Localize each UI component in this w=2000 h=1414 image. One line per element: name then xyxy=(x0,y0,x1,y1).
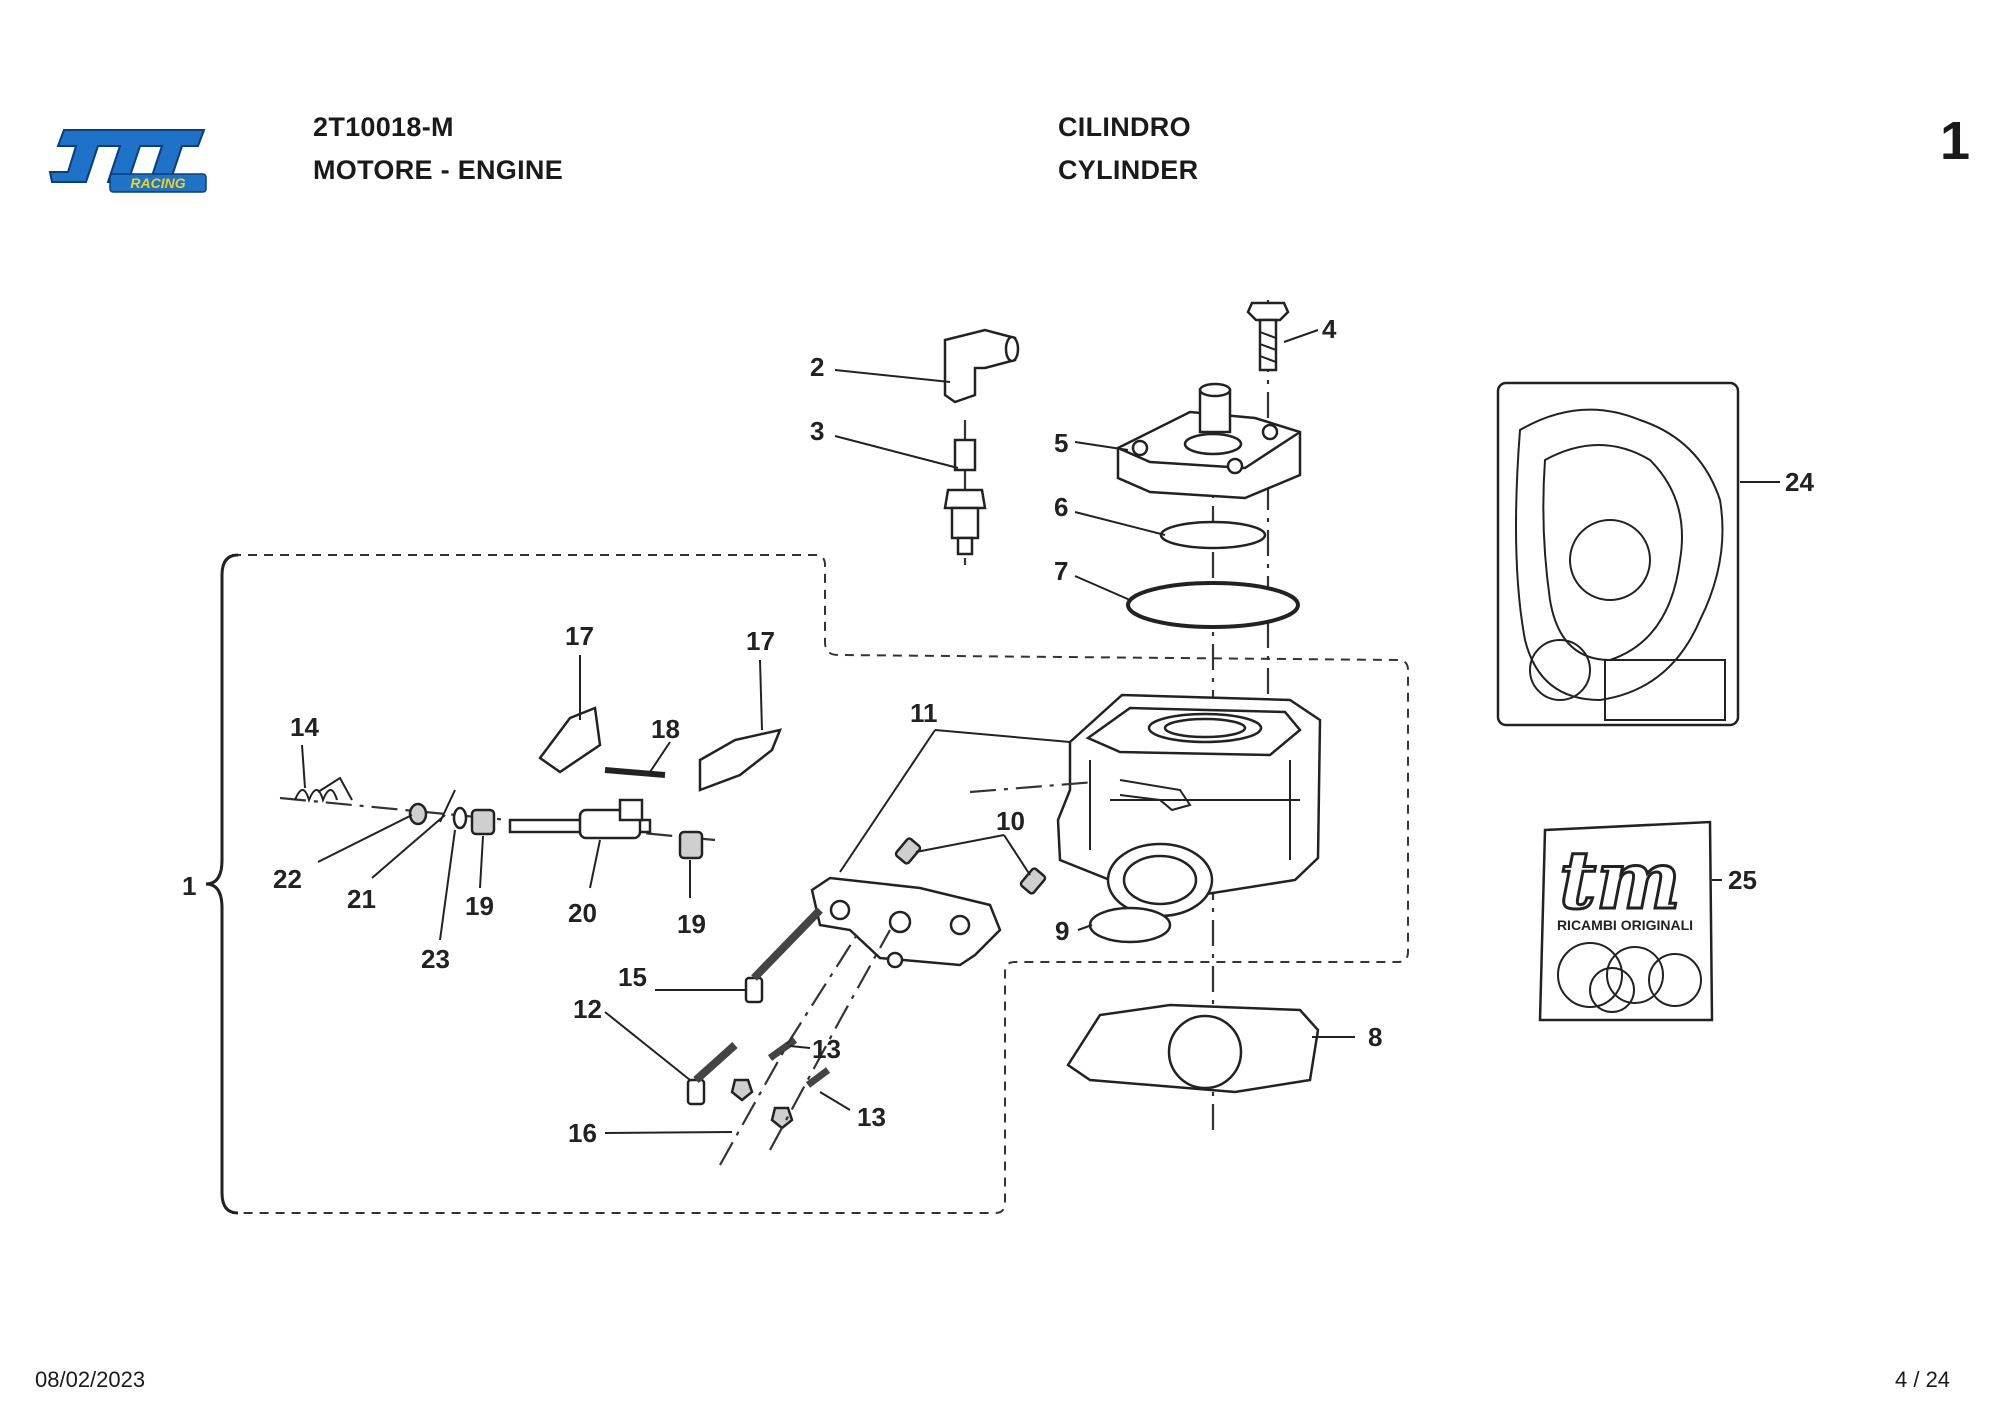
callout-3: 3 xyxy=(810,416,824,446)
seal-kit-icon: tm RICAMBI ORIGINALI xyxy=(1538,820,1714,1022)
shaft-axis xyxy=(279,796,716,842)
kit-bag-brand: tm xyxy=(1559,833,1681,927)
spark-plug-icon xyxy=(943,438,987,556)
valve-housing-icon xyxy=(810,876,1002,969)
callout-22: 22 xyxy=(273,864,302,894)
callout-17b: 17 xyxy=(746,626,775,656)
group-brace xyxy=(205,553,239,1215)
callout-15: 15 xyxy=(618,962,647,992)
logo-subtext: RACING xyxy=(130,175,185,191)
o-ring-large-icon xyxy=(1126,581,1300,629)
callout-20: 20 xyxy=(568,898,597,928)
title-english: CYLINDER xyxy=(1058,155,1199,185)
callout-21: 21 xyxy=(347,884,376,914)
bushing-icon xyxy=(678,830,704,860)
callout-13b: 13 xyxy=(857,1102,886,1132)
tm-racing-logo-icon: RACING xyxy=(48,129,207,193)
callout-13a: 13 xyxy=(812,1034,841,1064)
pin-icon xyxy=(604,767,666,778)
stud-axis xyxy=(719,929,861,1166)
screw-icon xyxy=(744,907,823,1004)
cylinder-head-icon xyxy=(1116,382,1302,500)
valve-blade-icon xyxy=(538,706,602,774)
footer-page: 4 / 24 xyxy=(1895,1367,1951,1392)
callout-11: 11 xyxy=(910,698,938,728)
dowel-icon xyxy=(894,837,922,865)
nut-icon xyxy=(770,1106,794,1130)
callout-25: 25 xyxy=(1728,865,1757,895)
nut-icon xyxy=(730,1078,754,1102)
gasket-bore-icon xyxy=(1167,1014,1243,1090)
callout-5: 5 xyxy=(1054,428,1068,458)
o-ring-small-icon xyxy=(1159,520,1267,550)
leader-lines xyxy=(301,329,1780,1134)
doc-code: 2T10018-M xyxy=(313,112,454,142)
callout-16: 16 xyxy=(568,1118,597,1148)
callout-12: 12 xyxy=(573,994,602,1024)
stud-icon xyxy=(805,1067,831,1088)
dowel-icon xyxy=(1019,867,1047,895)
page-reference: 1 xyxy=(1940,111,1971,171)
valve-axis xyxy=(969,780,1096,794)
callout-2: 2 xyxy=(810,352,824,382)
cylinder-icon xyxy=(1056,693,1322,918)
callout-8: 8 xyxy=(1368,1022,1382,1052)
callout-19a: 19 xyxy=(465,891,494,921)
exhaust-o-ring-icon xyxy=(1088,906,1172,944)
circlip-icon xyxy=(452,806,468,830)
screw-icon xyxy=(686,1042,738,1106)
callout-9: 9 xyxy=(1055,916,1069,946)
callout-1: 1 xyxy=(182,871,196,901)
footer-date: 08/02/2023 xyxy=(35,1367,146,1392)
callout-14: 14 xyxy=(290,712,319,742)
callout-6: 6 xyxy=(1054,492,1068,522)
valve-blade-icon xyxy=(698,728,783,792)
callout-24: 24 xyxy=(1785,467,1814,497)
brand-logo: RACING xyxy=(42,118,212,198)
stud-icon xyxy=(767,1037,798,1061)
callout-17a: 17 xyxy=(565,621,594,651)
kit-bag-text: RICAMBI ORIGINALI xyxy=(1557,917,1693,933)
callout-23: 23 xyxy=(421,944,450,974)
bushing-icon xyxy=(470,808,496,836)
title-italian: CILINDRO xyxy=(1058,112,1191,142)
spring-icon xyxy=(294,776,353,804)
gasket-kit-icon xyxy=(1496,381,1740,727)
callout-7: 7 xyxy=(1054,556,1068,586)
valve-shaft-icon xyxy=(508,798,652,840)
callout-10: 10 xyxy=(996,806,1025,836)
washer-icon xyxy=(408,802,428,826)
stud-axis xyxy=(769,929,891,1151)
doc-group: MOTORE - ENGINE xyxy=(313,155,564,185)
kit-boundary xyxy=(232,554,1409,1214)
callout-4: 4 xyxy=(1322,314,1337,344)
callout-18: 18 xyxy=(651,714,680,744)
callout-19b: 19 xyxy=(677,909,706,939)
head-bolt-icon xyxy=(1246,301,1290,372)
spark-plug-cap-icon xyxy=(943,328,1020,404)
